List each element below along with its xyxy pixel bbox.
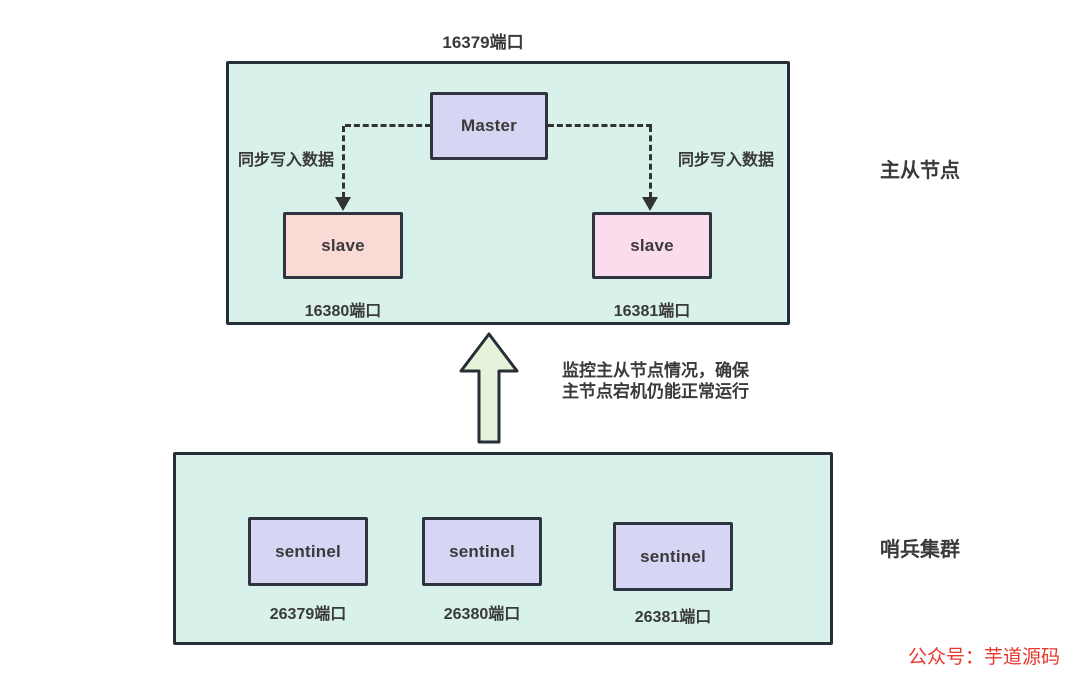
sync-label-right: 同步写入数据 [677,152,774,169]
slave-port-label-2: 16381端口 [613,303,691,320]
slave-port-label-1: 16380端口 [304,303,382,320]
sentinel-node-1: sentinel [248,517,368,586]
monitor-note-line2: 主节点宕机仍能正常运行 [562,382,749,401]
sync-label-left: 同步写入数据 [237,152,334,169]
watermark-text: 公众号：芋道源码 [908,647,1061,668]
arrowhead-right-icon [642,197,658,211]
slave-node-2: slave [592,212,712,279]
master-port-label: 16379端口 [442,33,524,52]
slave-node-1: slave [283,212,403,279]
sentinel-node-3: sentinel [613,522,733,591]
sync-connector-left-horizontal [345,124,431,127]
sentinel-port-label-1: 26379端口 [269,606,347,623]
monitor-up-arrow-icon [459,332,519,444]
sync-connector-right-vertical [649,126,652,198]
master-slave-side-label: 主从节点 [880,160,960,182]
sync-connector-left-vertical [342,126,345,198]
monitor-note-line1: 监控主从节点情况，确保 [562,361,749,380]
master-node: Master [430,92,548,160]
monitor-note: 监控主从节点情况，确保 主节点宕机仍能正常运行 [562,360,749,402]
sentinel-node-2: sentinel [422,517,542,586]
sentinel-port-label-3: 26381端口 [634,609,712,626]
sentinel-port-label-2: 26380端口 [443,606,521,623]
arrowhead-left-icon [335,197,351,211]
sentinel-side-label: 哨兵集群 [880,539,960,561]
sync-connector-right-horizontal [548,124,652,127]
